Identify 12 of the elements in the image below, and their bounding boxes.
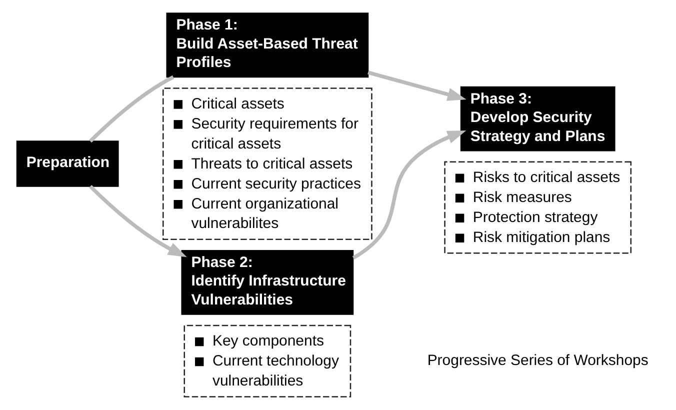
node-box: Preparation: [16, 140, 119, 187]
arrow: [352, 130, 466, 260]
label: Progressive Series of Workshops: [427, 352, 648, 369]
node-box: Risks to critical assets Risk measures Protection strategy Risk mitigation plans: [444, 161, 632, 254]
node-box: Phase 1: Build Asset-Based Threat Profiles: [166, 12, 369, 78]
node-box: Key components Current technology vulnerabilities: [184, 324, 352, 398]
arrow: [88, 184, 187, 258]
node-box: Phase 3: Develop Security Strategy and Plans: [460, 86, 616, 152]
node-box: Phase 2: Identify Infrastructure Vulnerabilities: [181, 250, 354, 315]
connector: [88, 75, 174, 143]
arrow: [368, 70, 466, 101]
node-box: Critical assets Security requirements for critical assets Threats to critical assets Current security practices Current organizational vulnerabilites: [162, 88, 372, 240]
